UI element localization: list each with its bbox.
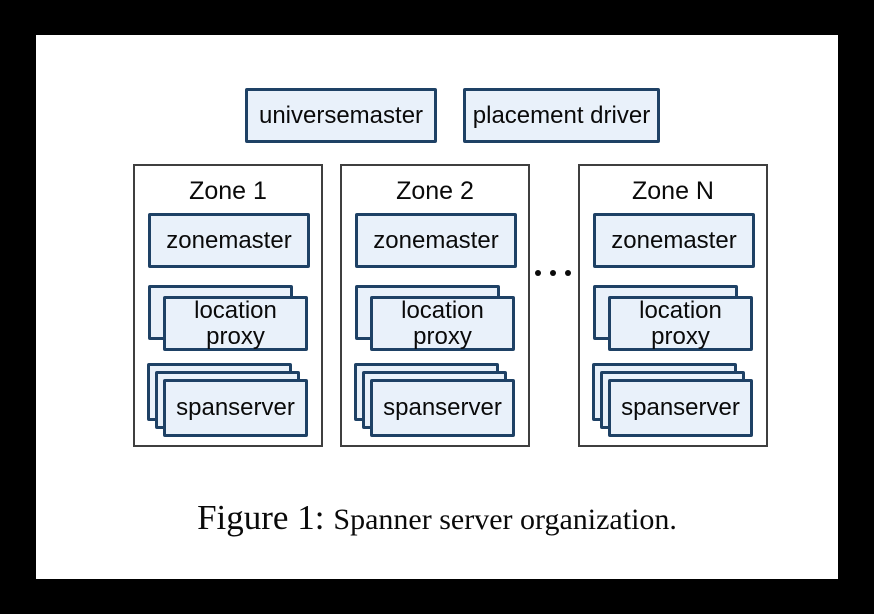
figure-caption-text: Spanner server organization. [333,503,677,536]
zone-1-location-proxy-stack: location proxy [148,285,310,355]
zone-2-location-proxy-stack: location proxy [355,285,517,355]
zone-1-title: Zone 1 [189,177,267,205]
location-proxy-box: location proxy [370,296,515,351]
zone-n-spanserver-stack: spanserver [592,363,756,439]
location-proxy-label: location proxy [639,296,722,350]
figure-caption-label: Figure 1: [197,498,325,537]
location-proxy-box: location proxy [163,296,308,351]
zone-1-zonemaster-box: zonemaster [148,213,310,268]
placement-driver-box: placement driver [463,88,660,143]
figure-caption: Figure 1:Spanner server organization. [36,498,838,538]
universemaster-box: universemaster [245,88,437,143]
location-proxy-box: location proxy [608,296,753,351]
zone-n-container: Zone N zonemaster location proxy spanser… [578,164,768,447]
zone-1-container: Zone 1 zonemaster location proxy spanser… [133,164,323,447]
placement-driver-label: placement driver [472,101,651,129]
location-proxy-label: location proxy [194,296,277,350]
spanserver-label: spanserver [621,394,740,421]
ellipsis-dot [565,270,571,276]
universemaster-label: universemaster [258,101,424,129]
zonemaster-label: zonemaster [611,226,737,254]
spanserver-box: spanserver [608,379,753,437]
zone-2-spanserver-stack: spanserver [354,363,518,439]
ellipsis-dot [550,270,556,276]
zonemaster-label: zonemaster [373,226,499,254]
zone-2-zonemaster-box: zonemaster [355,213,517,268]
zone-n-zonemaster-box: zonemaster [593,213,755,268]
figure-panel: universemaster placement driver Zone 1 z… [36,35,838,579]
spanserver-box: spanserver [370,379,515,437]
zone-2-container: Zone 2 zonemaster location proxy spanser… [340,164,530,447]
zone-n-location-proxy-stack: location proxy [593,285,755,355]
zone-n-title: Zone N [632,177,714,205]
spanserver-box: spanserver [163,379,308,437]
zonemaster-label: zonemaster [166,226,292,254]
spanserver-label: spanserver [176,394,295,421]
zone-1-spanserver-stack: spanserver [147,363,311,439]
location-proxy-label: location proxy [401,296,484,350]
zone-2-title: Zone 2 [396,177,474,205]
ellipsis-dot [535,270,541,276]
zones-ellipsis-icon [535,270,571,276]
spanserver-label: spanserver [383,394,502,421]
